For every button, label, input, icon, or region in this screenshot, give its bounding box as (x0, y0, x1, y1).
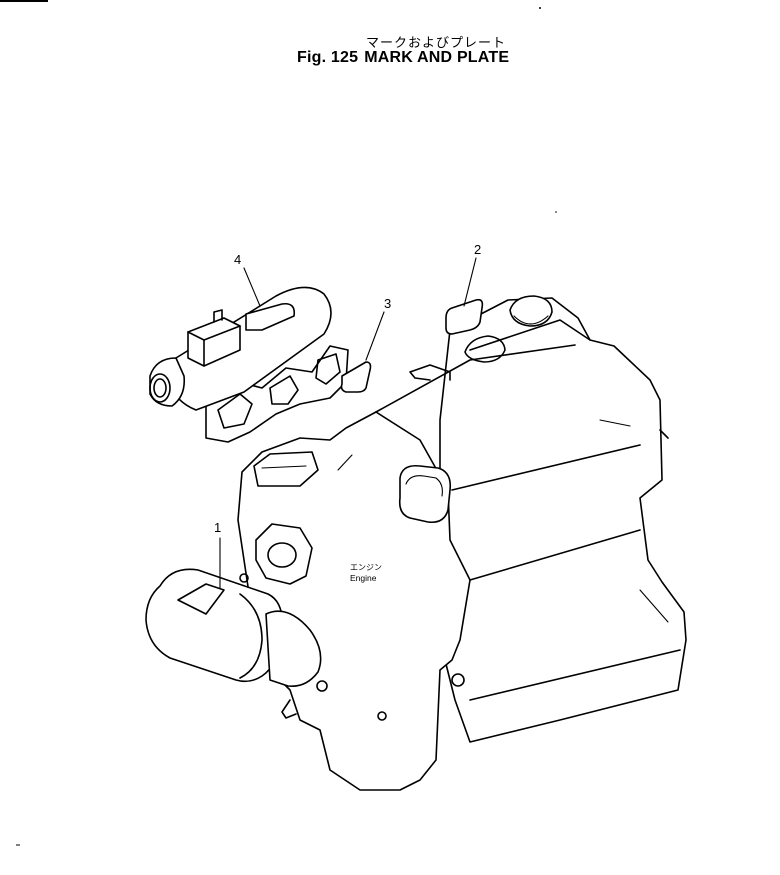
leader-line-4 (243, 267, 261, 307)
leader-line-3 (365, 311, 385, 361)
oil-filter (145, 568, 322, 688)
callout-number: 3 (384, 296, 391, 311)
callout-number: 2 (474, 242, 481, 257)
figure-title: Fig. 125 MARK AND PLATE (297, 49, 509, 67)
figure-number: Fig. 125 (297, 49, 359, 66)
engine-label-english: Engine (350, 573, 377, 583)
scan-speck (539, 7, 541, 9)
scan-speck (555, 211, 557, 213)
plate-on-manifold (245, 302, 296, 331)
callout-number: 1 (214, 520, 221, 535)
figure-title-japanese: マークおよびプレート (366, 36, 507, 51)
manifold-boss (187, 317, 241, 367)
oil-filter-body (145, 568, 284, 683)
top-left-edge-mark (0, 0, 48, 2)
engine-housing-right (439, 297, 687, 743)
leader-line-2 (463, 257, 477, 307)
plate-on-filter (177, 583, 225, 615)
engine-filler-cap (509, 295, 553, 327)
engine-front-pad (255, 523, 313, 585)
figure-title-english: MARK AND PLATE (364, 49, 510, 66)
plate-rect (445, 298, 484, 335)
oil-filter-neck (265, 610, 322, 688)
engine-label-japanese: エンジン (350, 563, 382, 572)
engine-block (237, 295, 687, 791)
callout-number: 4 (234, 252, 241, 267)
engine-upper-flange (253, 451, 319, 487)
plate-small (340, 361, 372, 393)
exhaust-manifold (149, 286, 349, 443)
